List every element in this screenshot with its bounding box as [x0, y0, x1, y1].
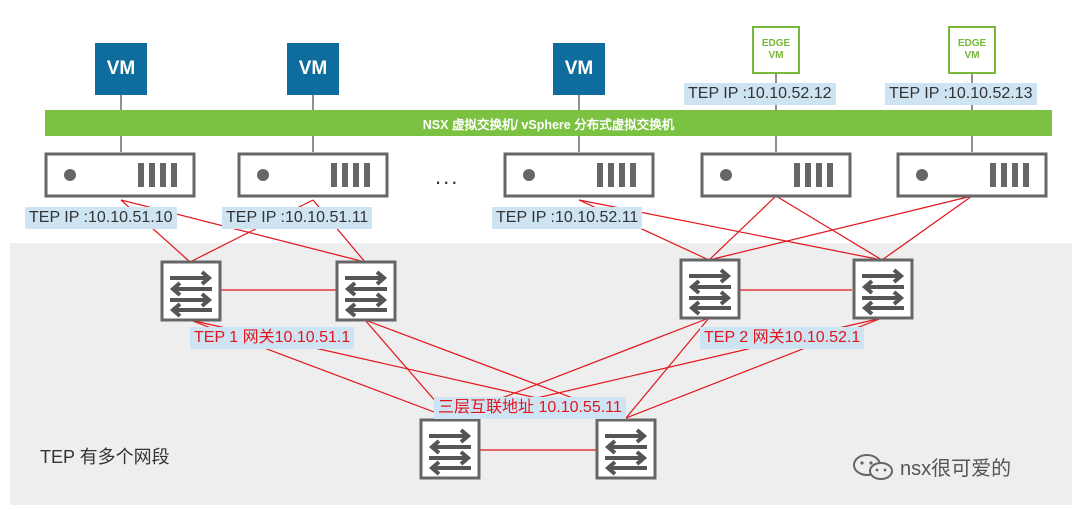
- network-switch-icon: [160, 260, 222, 322]
- server-host-icon: [237, 152, 389, 198]
- vm-box: VM: [287, 43, 339, 95]
- edge-vm-line1: EDGE: [761, 38, 791, 49]
- edge-vm-line2: VM: [964, 50, 980, 61]
- watermark-text: nsx很可爱的: [900, 458, 1012, 480]
- network-switch-icon: [679, 258, 741, 320]
- virtual-switch-bar: NSX 虚拟交换机/ vSphere 分布式虚拟交换机: [45, 110, 1052, 136]
- watermark: nsx很可爱的: [852, 452, 1011, 481]
- host-tep-label: TEP IP :10.10.51.10: [25, 207, 177, 229]
- l3-interconnect-label: 三层互联地址 10.10.55.11: [434, 397, 626, 419]
- server-host-icon: [700, 152, 852, 198]
- panel-label: TEP 有多个网段: [40, 447, 170, 467]
- wechat-icon: [853, 453, 893, 480]
- edge-tep-label: TEP IP :10.10.52.13: [885, 83, 1037, 105]
- edge-vm-box: EDGE VM: [948, 26, 996, 74]
- server-host-icon: [44, 152, 196, 198]
- network-switch-icon: [595, 418, 657, 480]
- vm-box: VM: [95, 43, 147, 95]
- edge-vm-line1: EDGE: [957, 38, 987, 49]
- gateway-label: TEP 2 网关10.10.52.1: [700, 327, 865, 349]
- host-tep-label: TEP IP :10.10.51.11: [222, 207, 373, 229]
- network-switch-icon: [335, 260, 397, 322]
- gateway-label: TEP 1 网关10.10.51.1: [190, 327, 355, 349]
- more-hosts-ellipsis: ...: [435, 164, 460, 189]
- host-tep-label: TEP IP :10.10.52.11: [492, 207, 643, 229]
- edge-tep-label: TEP IP :10.10.52.12: [684, 83, 836, 105]
- edge-vm-box: EDGE VM: [752, 26, 800, 74]
- network-switch-icon: [419, 418, 481, 480]
- server-host-icon: [896, 152, 1048, 198]
- network-switch-icon: [852, 258, 914, 320]
- edge-vm-line2: VM: [768, 50, 784, 61]
- server-host-icon: [503, 152, 655, 198]
- vm-box: VM: [553, 43, 605, 95]
